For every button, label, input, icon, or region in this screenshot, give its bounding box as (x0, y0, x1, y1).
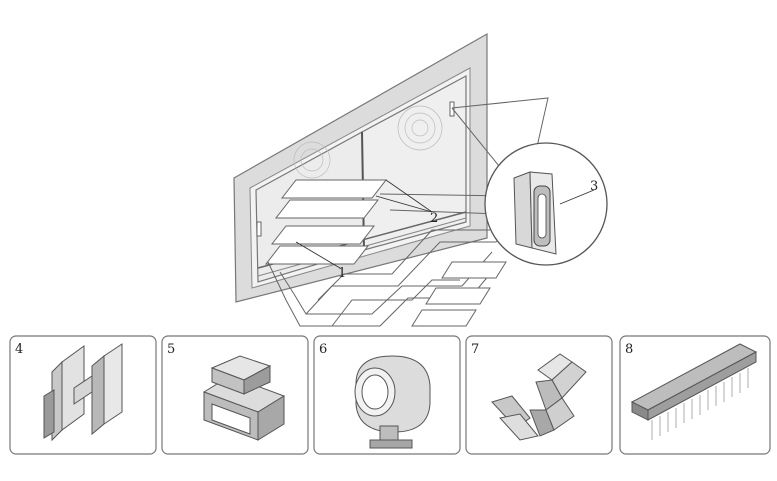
glass-reflection (293, 105, 443, 179)
callout-label-1: 1 (338, 266, 346, 281)
panel-label-5: 5 (167, 342, 175, 357)
panel-8: 8 (619, 335, 771, 455)
bulb-tube-seal-icon (354, 355, 431, 449)
panel-7: 7 (465, 335, 613, 455)
fin-lip-seal-icon (491, 353, 587, 441)
panel-4: 4 (9, 335, 157, 455)
callout-leaders (295, 179, 595, 269)
latch-right (449, 101, 455, 117)
callout-label-3: 3 (590, 179, 598, 194)
panel-label-6: 6 (319, 342, 327, 357)
latch-left (256, 221, 262, 237)
seal-plates-exploded (411, 261, 507, 327)
panel-label-4: 4 (15, 342, 23, 357)
panel-6: 6 (313, 335, 461, 455)
seal-strip-stack (264, 179, 388, 265)
detail-magnifier (484, 142, 608, 266)
panel-label-8: 8 (625, 342, 633, 357)
panel-5: 5 (161, 335, 309, 455)
callout-label-2: 2 (430, 211, 438, 226)
panel-label-7: 7 (471, 342, 479, 357)
channel-clip-seal-icon (202, 355, 286, 441)
brush-pile-seal-icon (630, 343, 758, 440)
h-profile-seal-icon (43, 343, 123, 442)
channel-guide-exploded (267, 211, 521, 327)
